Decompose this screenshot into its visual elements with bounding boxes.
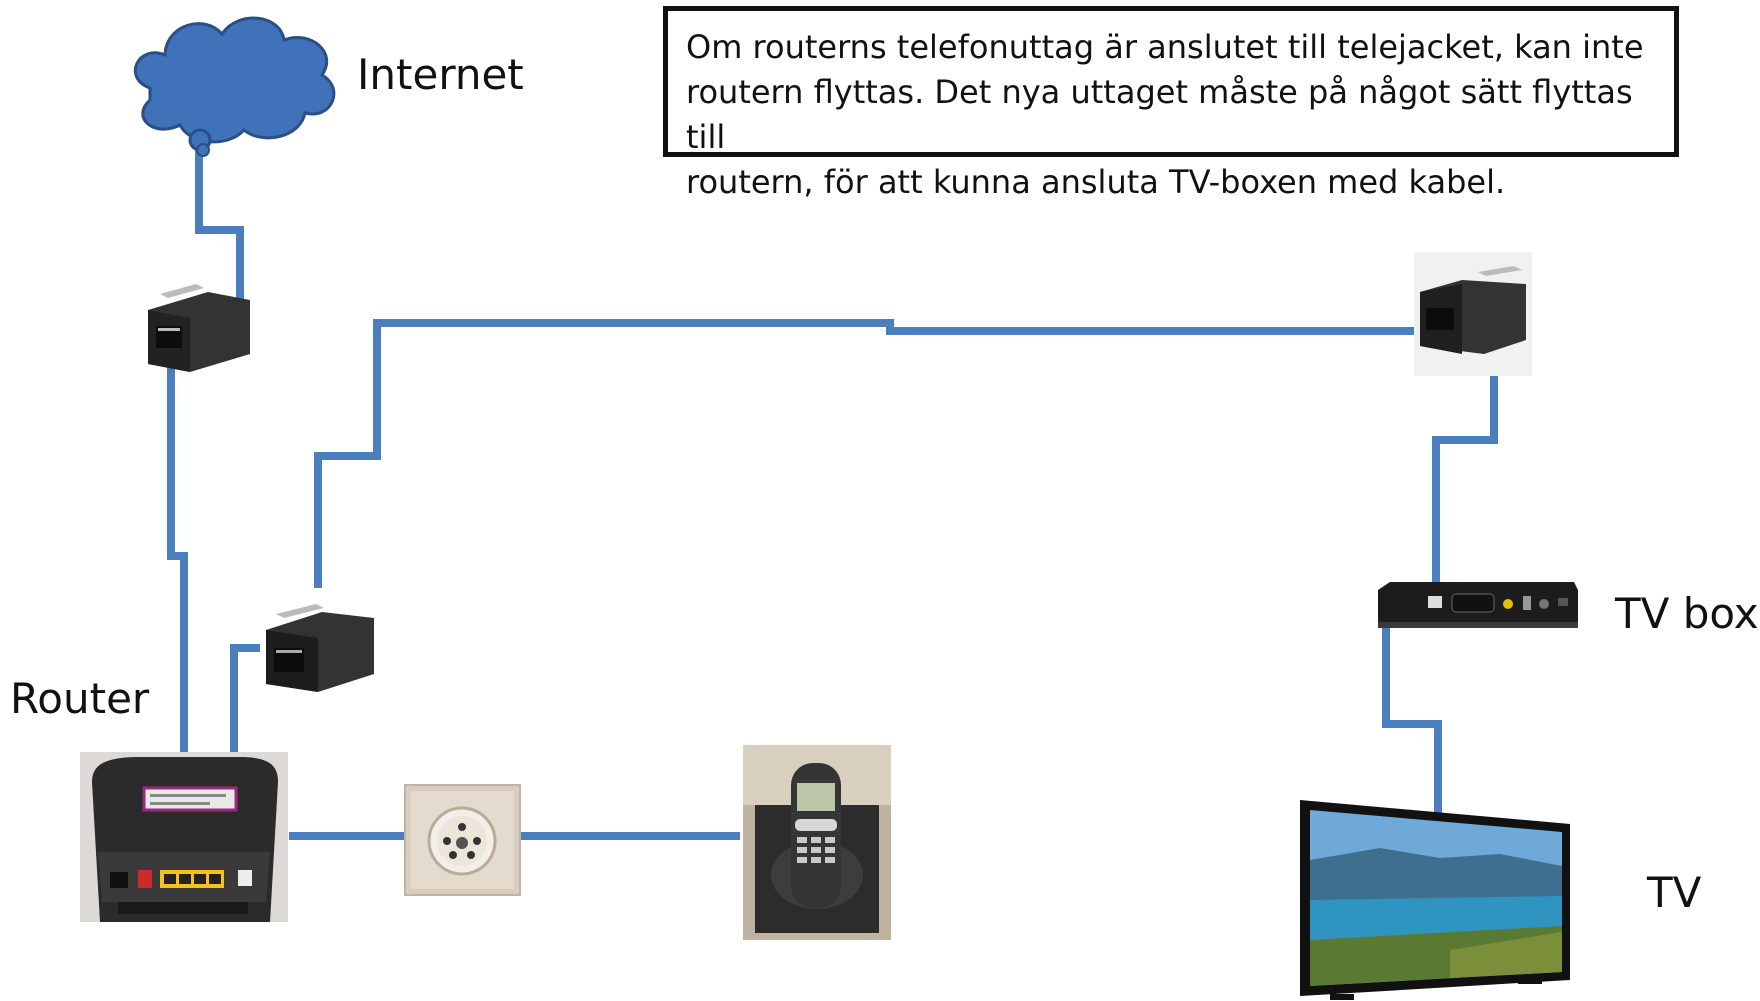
- explanation-note: Om routerns telefonuttag är anslutet til…: [663, 6, 1679, 201]
- tv-label: TV: [1647, 868, 1702, 917]
- internet-label: Internet: [357, 50, 524, 99]
- note-line: Om routerns telefonuttag är anslutet til…: [686, 28, 1644, 66]
- tv-box-icon: [1378, 582, 1578, 628]
- note-line: routern flyttas. Det nya uttaget måste p…: [686, 73, 1633, 156]
- cable-house-wiring: [314, 319, 1418, 588]
- router-label: Router: [10, 674, 150, 723]
- router-icon: [80, 752, 288, 922]
- cable-internet-to-coupler: [195, 150, 244, 300]
- cable-router-to-wall-coupler: [230, 644, 260, 752]
- ethernet-coupler-icon: [1414, 252, 1532, 376]
- cloud-icon: [133, 16, 336, 157]
- cable-coupler-to-router: [167, 365, 188, 752]
- ethernet-coupler-icon: [266, 604, 374, 692]
- cordless-phone-icon: [743, 745, 891, 940]
- ethernet-coupler-icon: [148, 284, 250, 372]
- tv-icon: [1300, 800, 1570, 1000]
- cable-tvbox-to-tv: [1382, 615, 1442, 830]
- phone-jack-icon: [404, 784, 521, 896]
- note-line: routern, för att kunna ansluta TV-boxen …: [686, 163, 1506, 201]
- tv-box-label: TV box: [1615, 589, 1759, 638]
